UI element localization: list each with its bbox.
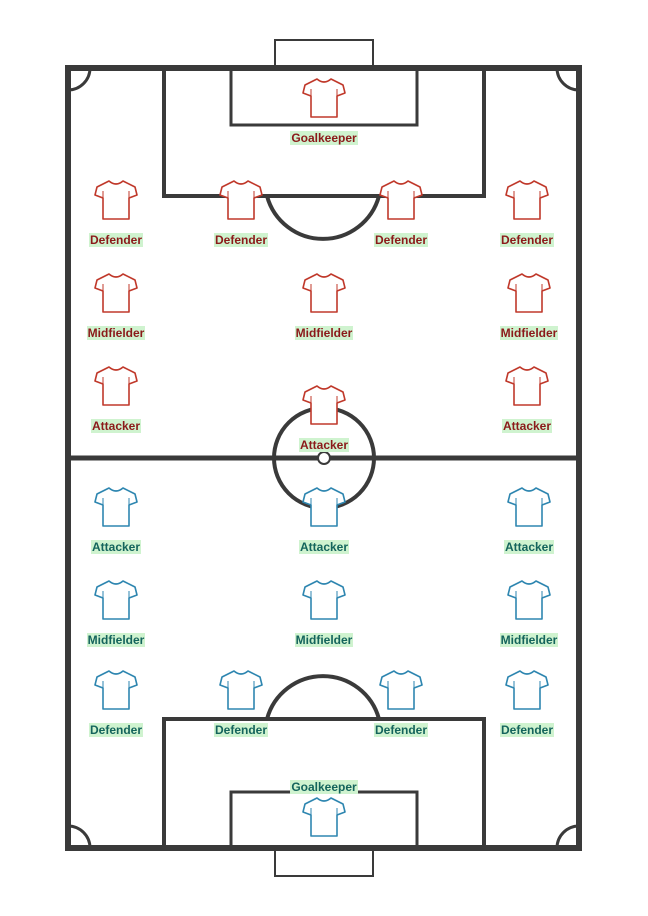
red-midfielder-2[interactable]: Midfielder: [279, 272, 369, 342]
red-shirt-icon: [94, 366, 138, 406]
player-label-text: Attacker: [90, 419, 142, 433]
bottom-penalty-arc: [265, 674, 381, 720]
player-label: Midfielder: [71, 326, 161, 340]
red-shirt-icon: [302, 78, 346, 118]
player-label-text: Defender: [499, 233, 554, 247]
player-label: Defender: [196, 723, 286, 737]
blue-defender-2[interactable]: Defender: [196, 669, 286, 739]
red-shirt-icon: [94, 180, 138, 220]
red-attacker-3[interactable]: Attacker: [482, 365, 572, 435]
player-label: Defender: [356, 233, 446, 247]
center-spot: [317, 451, 331, 465]
blue-shirt-icon: [219, 670, 263, 710]
blue-midfielder-1[interactable]: Midfielder: [71, 579, 161, 649]
blue-defender-3[interactable]: Defender: [356, 669, 446, 739]
red-defender-1[interactable]: Defender: [71, 179, 161, 249]
red-shirt-icon: [505, 366, 549, 406]
blue-defender-4[interactable]: Defender: [482, 669, 572, 739]
red-defender-3[interactable]: Defender: [356, 179, 446, 249]
top-goal: [274, 39, 374, 69]
red-defender-2[interactable]: Defender: [196, 179, 286, 249]
blue-attacker-2[interactable]: Attacker: [279, 486, 369, 556]
player-label-text: Defender: [88, 233, 143, 247]
player-label-text: Goalkeeper: [290, 131, 358, 145]
player-label-text: Defender: [499, 723, 554, 737]
player-label-text: Defender: [373, 723, 428, 737]
player-label-text: Defender: [213, 233, 268, 247]
red-attacker-1[interactable]: Attacker: [71, 365, 161, 435]
player-label-text: Attacker: [90, 540, 142, 554]
player-label: Midfielder: [71, 633, 161, 647]
player-label-text: Defender: [213, 723, 268, 737]
blue-shirt-icon: [94, 670, 138, 710]
blue-shirt-icon: [505, 670, 549, 710]
player-label: Midfielder: [279, 326, 369, 340]
corner-arc-top-right: [555, 67, 580, 92]
blue-shirt-icon: [302, 797, 346, 837]
player-label: Attacker: [71, 419, 161, 433]
pitch-boundary: [65, 65, 582, 851]
player-label: Attacker: [482, 419, 572, 433]
player-label-text: Midfielder: [86, 633, 146, 647]
blue-shirt-icon: [507, 580, 551, 620]
blue-attacker-1[interactable]: Attacker: [71, 486, 161, 556]
red-midfielder-3[interactable]: Midfielder: [484, 272, 574, 342]
red-shirt-icon: [94, 273, 138, 313]
player-label-text: Attacker: [298, 438, 350, 452]
player-label-text: Defender: [88, 723, 143, 737]
player-label-text: Attacker: [298, 540, 350, 554]
corner-arc-top-left: [67, 67, 92, 92]
player-label-text: Midfielder: [294, 633, 354, 647]
player-label: Goalkeeper: [279, 131, 369, 145]
red-goalkeeper[interactable]: Goalkeeper: [279, 77, 369, 147]
player-label: Defender: [196, 233, 286, 247]
player-label: Defender: [71, 723, 161, 737]
blue-attacker-3[interactable]: Attacker: [484, 486, 574, 556]
red-shirt-icon: [302, 385, 346, 425]
player-label-text: Midfielder: [499, 633, 559, 647]
player-label: Defender: [356, 723, 446, 737]
red-shirt-icon: [505, 180, 549, 220]
player-label-text: Defender: [373, 233, 428, 247]
player-label-text: Midfielder: [499, 326, 559, 340]
corner-arc-bottom-left: [67, 824, 92, 849]
corner-arc-bottom-right: [555, 824, 580, 849]
player-label: Attacker: [279, 438, 369, 452]
player-label-text: Midfielder: [294, 326, 354, 340]
blue-shirt-icon: [94, 487, 138, 527]
blue-shirt-icon: [379, 670, 423, 710]
blue-shirt-icon: [94, 580, 138, 620]
player-label: Midfielder: [279, 633, 369, 647]
red-shirt-icon: [302, 273, 346, 313]
red-defender-4[interactable]: Defender: [482, 179, 572, 249]
red-attacker-2[interactable]: Attacker: [279, 384, 369, 454]
player-label: Defender: [482, 723, 572, 737]
blue-shirt-icon: [302, 580, 346, 620]
player-label: Attacker: [279, 540, 369, 554]
player-label: Goalkeeper: [279, 780, 369, 794]
blue-midfielder-2[interactable]: Midfielder: [279, 579, 369, 649]
player-label: Defender: [71, 233, 161, 247]
player-label: Midfielder: [484, 326, 574, 340]
red-shirt-icon: [507, 273, 551, 313]
player-label: Attacker: [71, 540, 161, 554]
blue-defender-1[interactable]: Defender: [71, 669, 161, 739]
blue-goalkeeper[interactable]: Goalkeeper: [279, 780, 369, 866]
blue-shirt-icon: [507, 487, 551, 527]
red-shirt-icon: [219, 180, 263, 220]
blue-midfielder-3[interactable]: Midfielder: [484, 579, 574, 649]
red-shirt-icon: [379, 180, 423, 220]
player-label-text: Midfielder: [86, 326, 146, 340]
player-label: Midfielder: [484, 633, 574, 647]
red-midfielder-1[interactable]: Midfielder: [71, 272, 161, 342]
player-label: Defender: [482, 233, 572, 247]
top-penalty-arc: [265, 195, 381, 241]
player-label-text: Attacker: [501, 419, 553, 433]
player-label-text: Attacker: [503, 540, 555, 554]
blue-shirt-icon: [302, 487, 346, 527]
player-label-text: Goalkeeper: [290, 780, 358, 794]
player-label: Attacker: [484, 540, 574, 554]
